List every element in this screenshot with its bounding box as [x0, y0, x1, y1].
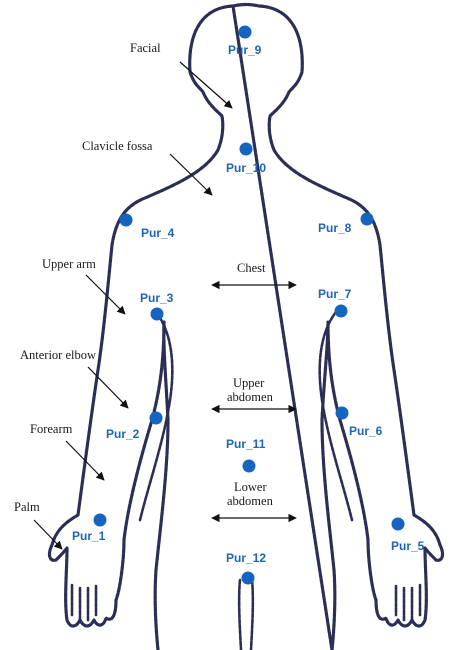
point-pur-2 — [150, 412, 163, 425]
label-palm: Palm — [14, 500, 40, 514]
label-pur-5: Pur_5 — [391, 539, 425, 553]
point-pur-5 — [392, 518, 405, 531]
point-pur-11 — [243, 460, 256, 473]
label-pur-3: Pur_3 — [140, 291, 174, 305]
arrow-clavicle-fossa — [170, 154, 212, 195]
point-pur-3 — [151, 308, 164, 321]
label-upper-abdomen-1: Upper — [233, 376, 265, 390]
fingers-right — [396, 585, 420, 620]
label-forearm: Forearm — [30, 422, 73, 436]
label-anterior-elbow: Anterior elbow — [20, 348, 96, 362]
label-pur-4: Pur_4 — [141, 226, 175, 240]
label-pur-11: Pur_11 — [226, 437, 266, 451]
label-upper-abdomen-2: abdomen — [227, 390, 274, 404]
point-pur-6 — [336, 407, 349, 420]
point-pur-1 — [94, 514, 107, 527]
fingers-left — [72, 585, 96, 620]
label-lower-abdomen-1: Lower — [234, 480, 267, 494]
leg-inner-left — [239, 580, 241, 650]
label-clavicle-fossa: Clavicle fossa — [82, 139, 153, 153]
label-facial: Facial — [130, 41, 161, 55]
label-pur-10: Pur_10 — [226, 161, 266, 175]
label-pur-8: Pur_8 — [318, 221, 352, 235]
label-upper-arm: Upper arm — [42, 257, 96, 271]
label-pur-1: Pur_1 — [72, 529, 106, 543]
arrow-facial — [180, 62, 232, 108]
label-chest: Chest — [237, 261, 266, 275]
point-pur-10 — [240, 143, 253, 156]
label-pur-6: Pur_6 — [349, 424, 383, 438]
point-pur-12 — [242, 572, 255, 585]
point-pur-7 — [335, 305, 348, 318]
leg-inner-right — [251, 580, 253, 650]
point-pur-4 — [120, 214, 133, 227]
point-pur-8 — [361, 213, 374, 226]
label-pur-12: Pur_12 — [226, 551, 266, 565]
label-pur-9: Pur_9 — [228, 43, 262, 57]
point-pur-9 — [239, 26, 252, 39]
label-pur-7: Pur_7 — [318, 287, 352, 301]
label-lower-abdomen-2: abdomen — [227, 494, 274, 508]
label-pur-2: Pur_2 — [106, 427, 140, 441]
